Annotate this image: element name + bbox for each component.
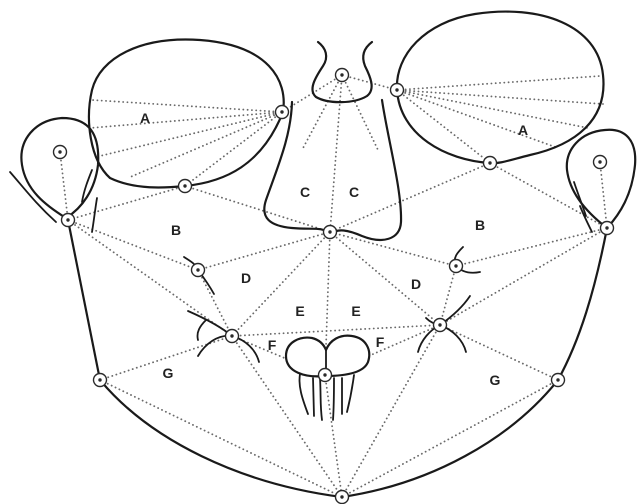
landmark-center-dot — [605, 226, 608, 229]
label-region-c-right: C — [349, 184, 359, 200]
landmark-point-right-eye-inner — [391, 84, 404, 97]
label-region-c-left: C — [300, 184, 310, 200]
landmark-center-dot — [328, 230, 331, 233]
landmark-point-right-ear-base — [601, 222, 614, 235]
dotted-connector — [92, 100, 282, 112]
dotted-connector — [490, 163, 607, 228]
dotted-connector — [232, 325, 440, 336]
dotted-connector — [302, 75, 342, 150]
landmark-point-right-eye-bottom — [484, 157, 497, 170]
landmark-center-dot — [454, 264, 457, 267]
label-region-f-left: F — [268, 337, 277, 353]
left-eye-outline — [89, 40, 284, 188]
landmark-center-dot — [598, 160, 601, 163]
right-ear-mark — [574, 182, 592, 232]
label-region-e-left: E — [295, 303, 304, 319]
landmark-center-dot — [98, 378, 101, 381]
label-region-g-right: G — [490, 372, 501, 388]
label-region-g-left: G — [163, 365, 174, 381]
landmark-point-left-ear-center — [54, 146, 67, 159]
dotted-connector — [128, 112, 282, 178]
landmark-point-left-eye-bottom — [179, 180, 192, 193]
landmark-point-left-d — [192, 264, 205, 277]
dotted-connector — [90, 112, 282, 128]
landmark-center-dot — [395, 88, 398, 91]
landmark-point-left-f — [226, 330, 239, 343]
dotted-connector — [100, 380, 342, 497]
label-region-d-left: D — [241, 270, 251, 286]
dotted-connector — [456, 228, 607, 266]
left-ear-outline — [21, 118, 98, 218]
landmark-point-right-g — [552, 374, 565, 387]
landmark-point-right-f — [434, 319, 447, 332]
label-region-e-right: E — [351, 303, 360, 319]
landmark-center-dot — [196, 268, 199, 271]
label-region-b-left: B — [171, 222, 181, 238]
dotted-connector — [330, 232, 440, 325]
snout-outline — [264, 100, 401, 240]
right-face-contour — [342, 228, 607, 497]
dotted-connector — [185, 112, 282, 186]
landmark-point-mouth-center — [319, 369, 332, 382]
left-whisker-lower — [188, 311, 259, 362]
landmark-point-right-ear-center — [594, 156, 607, 169]
landmark-center-dot — [230, 334, 233, 337]
landmark-center-dot — [556, 378, 559, 381]
dotted-connector — [397, 76, 600, 90]
landmark-center-dot — [280, 110, 283, 113]
landmark-point-nose-top — [336, 69, 349, 82]
dotted-connector — [440, 266, 456, 325]
landmark-point-chin — [336, 491, 349, 504]
landmark-point-left-ear-base — [62, 214, 75, 227]
label-region-f-right: F — [376, 334, 385, 350]
landmark-center-dot — [340, 73, 343, 76]
left-ear-tuft — [10, 172, 56, 222]
dotted-connector — [60, 152, 68, 220]
landmark-center-dot — [66, 218, 69, 221]
landmark-center-dot — [323, 373, 326, 376]
dotted-connector — [198, 270, 232, 336]
landmark-center-dot — [58, 150, 61, 153]
landmark-point-snout-bottom — [324, 226, 337, 239]
label-region-a-right: A — [518, 122, 528, 138]
dotted-connector — [397, 90, 603, 104]
face-outlines — [10, 12, 635, 497]
dotted-connector — [198, 232, 330, 270]
dotted-connector — [397, 90, 588, 128]
label-region-a-left: A — [140, 110, 150, 126]
label-region-b-right: B — [475, 217, 485, 233]
dotted-connector — [342, 380, 558, 497]
landmark-point-left-eye-inner — [276, 106, 289, 119]
dotted-connector — [330, 75, 342, 232]
dotted-connector — [100, 112, 282, 156]
landmark-point-left-g — [94, 374, 107, 387]
landmark-center-dot — [340, 495, 343, 498]
landmark-point-right-d — [450, 260, 463, 273]
landmark-center-dot — [438, 323, 441, 326]
landmark-center-dot — [488, 161, 491, 164]
dotted-connector — [68, 186, 185, 220]
dotted-connector — [600, 162, 607, 228]
right-eye-outline — [397, 12, 604, 164]
dotted-connector — [440, 228, 607, 325]
dotted-connector — [68, 220, 232, 336]
label-region-d-right: D — [411, 276, 421, 292]
landmark-center-dot — [183, 184, 186, 187]
connector-mesh — [60, 75, 607, 497]
